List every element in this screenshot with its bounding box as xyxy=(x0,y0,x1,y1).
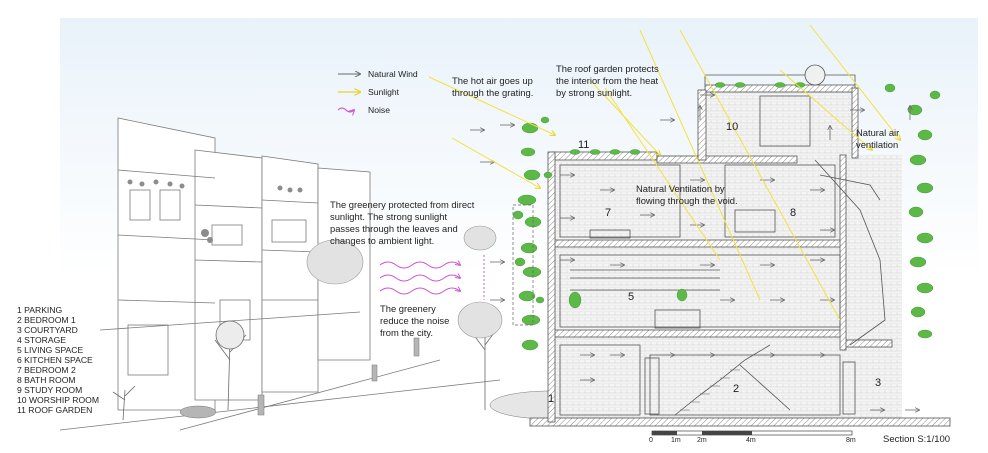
room-number-10: 10 xyxy=(726,121,738,133)
room-numbers: 1 2 3 5 7 8 10 11 xyxy=(548,121,881,405)
room-number-11: 11 xyxy=(578,139,589,151)
room-number-3: 3 xyxy=(875,377,881,389)
scale-tick-0: 0 xyxy=(649,437,653,444)
legend-label-wind: Natural Wind xyxy=(368,69,418,79)
background-plants xyxy=(127,179,303,243)
room-number-2: 2 xyxy=(733,383,739,395)
room-number-1: 1 xyxy=(548,393,554,405)
annotation-natural-ventilation: Natural Ventilation by flowing through t… xyxy=(636,183,738,206)
room-number-7: 7 xyxy=(605,207,611,219)
wind-arrows xyxy=(470,95,919,410)
annotation-natural-air: Natural air ventilation xyxy=(856,127,902,150)
room-number-5: 5 xyxy=(628,291,634,303)
planter-frame xyxy=(512,204,534,326)
scale-tick-8m: 8m xyxy=(846,437,856,444)
annotation-greenery-noise: The greenery reduce the noise from the c… xyxy=(380,303,452,338)
annotation-roof-garden: The roof garden protects the interior fr… xyxy=(556,63,661,98)
street-trees xyxy=(112,320,501,421)
legend-item-sunlight: Sunlight xyxy=(338,87,400,97)
annotation-hot-air: The hot air goes up through the grating. xyxy=(452,75,535,98)
room-number-8: 8 xyxy=(790,207,796,219)
section-scale-title: Section S:1/100 xyxy=(883,434,950,445)
facade-greenery xyxy=(512,82,941,351)
annotation-greenery-sunlight: The greenery protected from direct sunli… xyxy=(330,199,477,246)
legend: Natural Wind Sunlight Noise xyxy=(337,69,418,115)
sunlight-rays xyxy=(428,24,900,321)
room-key-list: 1 PARKING 2 BEDROOM 1 3 COURTYARD 4 STOR… xyxy=(17,305,101,415)
scale-bar: 0 1m 2m 4m 8m Section S:1/100 xyxy=(649,430,950,445)
scale-tick-2m: 2m xyxy=(697,437,707,444)
legend-label-noise: Noise xyxy=(368,105,390,115)
scale-tick-1m: 1m xyxy=(671,437,681,444)
house-section xyxy=(529,64,951,427)
legend-item-noise: Noise xyxy=(337,105,390,115)
front-tree-canopy xyxy=(306,225,503,339)
scale-tick-4m: 4m xyxy=(746,437,756,444)
noise-waves xyxy=(379,255,485,300)
legend-label-sunlight: Sunlight xyxy=(368,87,400,97)
legend-item-wind: Natural Wind xyxy=(338,69,418,79)
